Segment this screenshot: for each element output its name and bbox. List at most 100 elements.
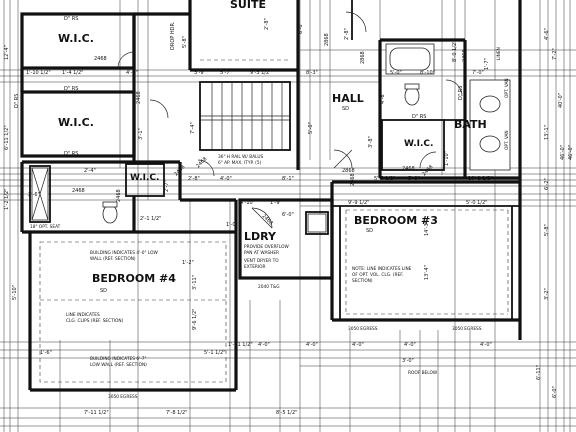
dimension-text: 3'-11" — [192, 275, 198, 290]
rail-note: 36" H RAIL W/ BALUS — [218, 154, 263, 160]
dimension-text: 3'-1" — [138, 128, 144, 140]
dimension-text: 3'-2" — [544, 288, 550, 300]
dimension-text: 5'-0 1/2" — [466, 200, 487, 206]
dimension-text: 4'-0" — [352, 342, 364, 348]
dimension-text: 8'-1" — [282, 176, 294, 182]
door-size: 2868 — [350, 173, 356, 186]
ceiling-note: OF OPT. VOL. CLG. (REF. — [352, 272, 403, 278]
walls — [20, 0, 522, 392]
dimension-text: 1'-10 1/2" — [26, 70, 51, 76]
dimension-text: 7'-11 1/2" — [84, 410, 109, 416]
room-label-bath: BATH — [454, 118, 487, 131]
dimension-text: 3'-8" — [368, 136, 374, 148]
dimension-text: 3'-9" — [194, 70, 206, 76]
washer — [307, 213, 327, 233]
dimension-text: 9'-9 1/2" — [348, 200, 369, 206]
dimension-text: 1'-9" — [270, 200, 282, 206]
dimension-text: 3'-0" — [402, 358, 414, 364]
room-label-wic: W.I.C. — [130, 173, 159, 183]
low-wall-note: LOW WALL (REF. SECTION) — [90, 362, 147, 368]
dimension-text: 4'-0" — [404, 342, 416, 348]
ceiling-note: SECTION) — [352, 278, 373, 284]
door-size: 2468 — [94, 56, 107, 62]
dimension-text: 6'-11 1/2" — [4, 125, 10, 150]
dimension-text: 7'-8 1/2" — [166, 410, 187, 416]
door-swings — [117, 11, 463, 229]
dimension-text: 5'-8" — [182, 36, 188, 48]
rail-note: 6" AP. MAX. ITYP. (5) — [218, 160, 262, 166]
dimension-text: 14'-3" — [424, 221, 430, 236]
dimension-text: 1'-10" — [444, 151, 450, 166]
dimension-text: 13'-1" — [544, 125, 550, 140]
dimension-text: 6'-0" — [298, 22, 304, 34]
room-label-bedroom-4: BEDROOM #4 — [92, 272, 176, 285]
dimension-text: 4'-0" — [220, 176, 232, 182]
dimension-text: 1'-7" — [484, 58, 490, 70]
ceiling-note: NOTE: LINE INDICATES LINE — [352, 266, 412, 272]
low-wall-note: BUILDING INDICATES 4'-0" LOW — [90, 250, 159, 256]
dimension-text: 4'-10" — [240, 200, 255, 206]
door-size: 2468 — [402, 166, 415, 172]
dimension-text: 1'-4 1/2" — [62, 70, 83, 76]
dimension-text: 4'-6" — [380, 92, 386, 104]
dimension-text: 4'-6" — [544, 28, 550, 40]
door-size: 2468 — [462, 49, 468, 62]
linen-note: LINEN — [496, 47, 502, 60]
dimension-text: 40'-0" — [558, 93, 564, 108]
dimension-text: 5'-0" — [390, 70, 402, 76]
toilet — [404, 86, 420, 106]
smoke-detector-tag: SD — [100, 288, 107, 294]
dimension-text: 7'-4" — [190, 122, 196, 134]
dimension-text: 2'-1 1/2" — [140, 216, 161, 222]
room-label-hall: HALL — [332, 92, 364, 105]
seat-note: 18" OPT. SEAT — [30, 224, 61, 230]
dimension-text: 1'-11 1/2" — [228, 342, 253, 348]
shelf-label: D" RS — [64, 151, 78, 157]
dimension-text: 5'-8" — [544, 224, 550, 236]
dimension-text: 1'-6" — [40, 350, 52, 356]
door-size: 2468 — [116, 189, 122, 202]
egress-window-tag: 3050 EGRESS — [452, 326, 482, 332]
dimension-text: 5'-6 1/2" — [374, 176, 395, 182]
shelf-label: D" RS — [458, 86, 464, 100]
dimension-text: 8'-0 1/2" — [452, 41, 458, 62]
dimension-text: 2'-7" — [164, 180, 170, 192]
laundry-note: VENT DRYER TO — [244, 258, 279, 264]
room-label-wic: W.I.C. — [404, 139, 433, 149]
dimension-text: 1'-0" — [226, 222, 238, 228]
dimension-text: 2'-8" — [264, 18, 270, 30]
dimension-text: 8'-10" — [420, 70, 435, 76]
door-size: 2868 — [324, 33, 330, 46]
vanity-note: OPT. VAN — [504, 130, 510, 150]
dimension-text: 4'-0" — [480, 342, 492, 348]
dimension-text: 6'-2" — [544, 178, 550, 190]
dimension-text: 13'-4" — [424, 265, 430, 280]
dimension-text: 2'-4" — [84, 168, 96, 174]
dimension-text: 1'-2" — [182, 260, 194, 266]
shelf-label: D" RS — [64, 16, 78, 22]
dimension-text: 1'-2 1/2" — [4, 189, 10, 210]
dimension-text: 5'-9" — [408, 176, 420, 182]
dimension-text: 2'-8" — [344, 28, 350, 40]
stair-treads — [200, 82, 290, 150]
door-size: 2868 — [360, 51, 366, 64]
shelf-label: D" RS — [412, 114, 426, 120]
laundry-note: PROVIDE OVERFLOW — [244, 244, 290, 250]
room-label-wic: W.I.C. — [58, 32, 94, 45]
dimension-text: 46'-0" — [560, 145, 566, 160]
sink — [479, 135, 501, 153]
laundry-note: PAN AT WASHER — [244, 250, 279, 256]
low-wall-note: WALL (REF. SECTION) — [90, 256, 136, 262]
vanity — [469, 79, 511, 171]
door-size: 2468 — [136, 91, 142, 104]
vanity-note: OPT. VAN — [504, 78, 510, 98]
dimension-text: 2'-6" — [28, 192, 40, 198]
laundry-note: EXTERIOR — [244, 264, 266, 270]
dimension-text: 4'-0" — [306, 342, 318, 348]
dimension-text: 4'-0" — [258, 342, 270, 348]
dashed-lines — [39, 59, 509, 383]
dimension-text: 2'-8" — [188, 176, 200, 182]
egress-window-tag: 3050 EGRESS — [348, 326, 378, 332]
smoke-detector-tag: SD — [342, 106, 349, 112]
